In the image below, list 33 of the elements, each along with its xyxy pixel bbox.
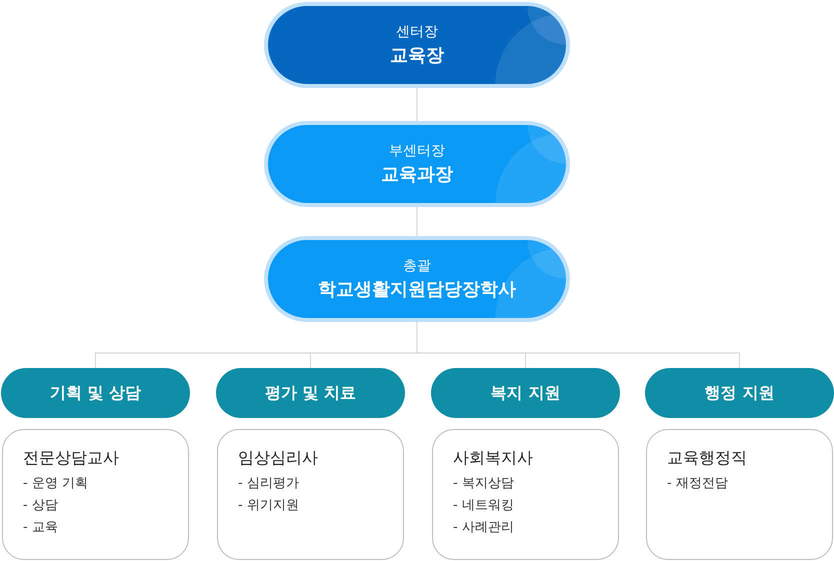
role-card [646,429,833,560]
role-card [2,429,189,560]
duty-item: - 운영 기획 [23,474,89,493]
team-name: 행정 지원 [704,382,774,404]
position-subtitle: 센터장 [396,24,438,41]
duty-item: - 복지상담 [453,474,515,493]
position-title: 교육과장 [381,164,453,186]
role-card [217,429,404,560]
team-pill [431,368,620,418]
team-pill [1,368,190,418]
connector-line [416,88,418,122]
role-title: 임상심리사 [238,448,319,469]
position-subtitle: 부센터장 [389,142,445,160]
role-title: 사회복지사 [453,448,534,469]
role-card [432,429,619,560]
role-title: 전문상담교사 [23,448,120,469]
duty-item: - 교육 [23,519,59,538]
duty-item: - 네트워킹 [453,496,515,515]
team-name: 기획 및 상담 [50,382,142,404]
team-name: 평가 및 치료 [264,382,356,404]
position-subtitle: 총괄 [403,258,431,275]
team-pill [216,368,405,418]
position-title: 학교생활지원담당장학사 [318,278,516,300]
duty-item: - 심리평가 [238,474,300,493]
duty-item: - 상담 [23,496,59,515]
connector-line [416,206,418,236]
duty-item: - 위기지원 [238,496,300,515]
role-title: 교육행정직 [667,448,748,469]
duty-item: - 재정전담 [667,474,729,493]
duty-item: - 사례관리 [453,519,515,538]
team-name: 복지 지원 [490,382,560,404]
position-title: 교육장 [390,44,444,66]
team-pill [645,368,834,418]
